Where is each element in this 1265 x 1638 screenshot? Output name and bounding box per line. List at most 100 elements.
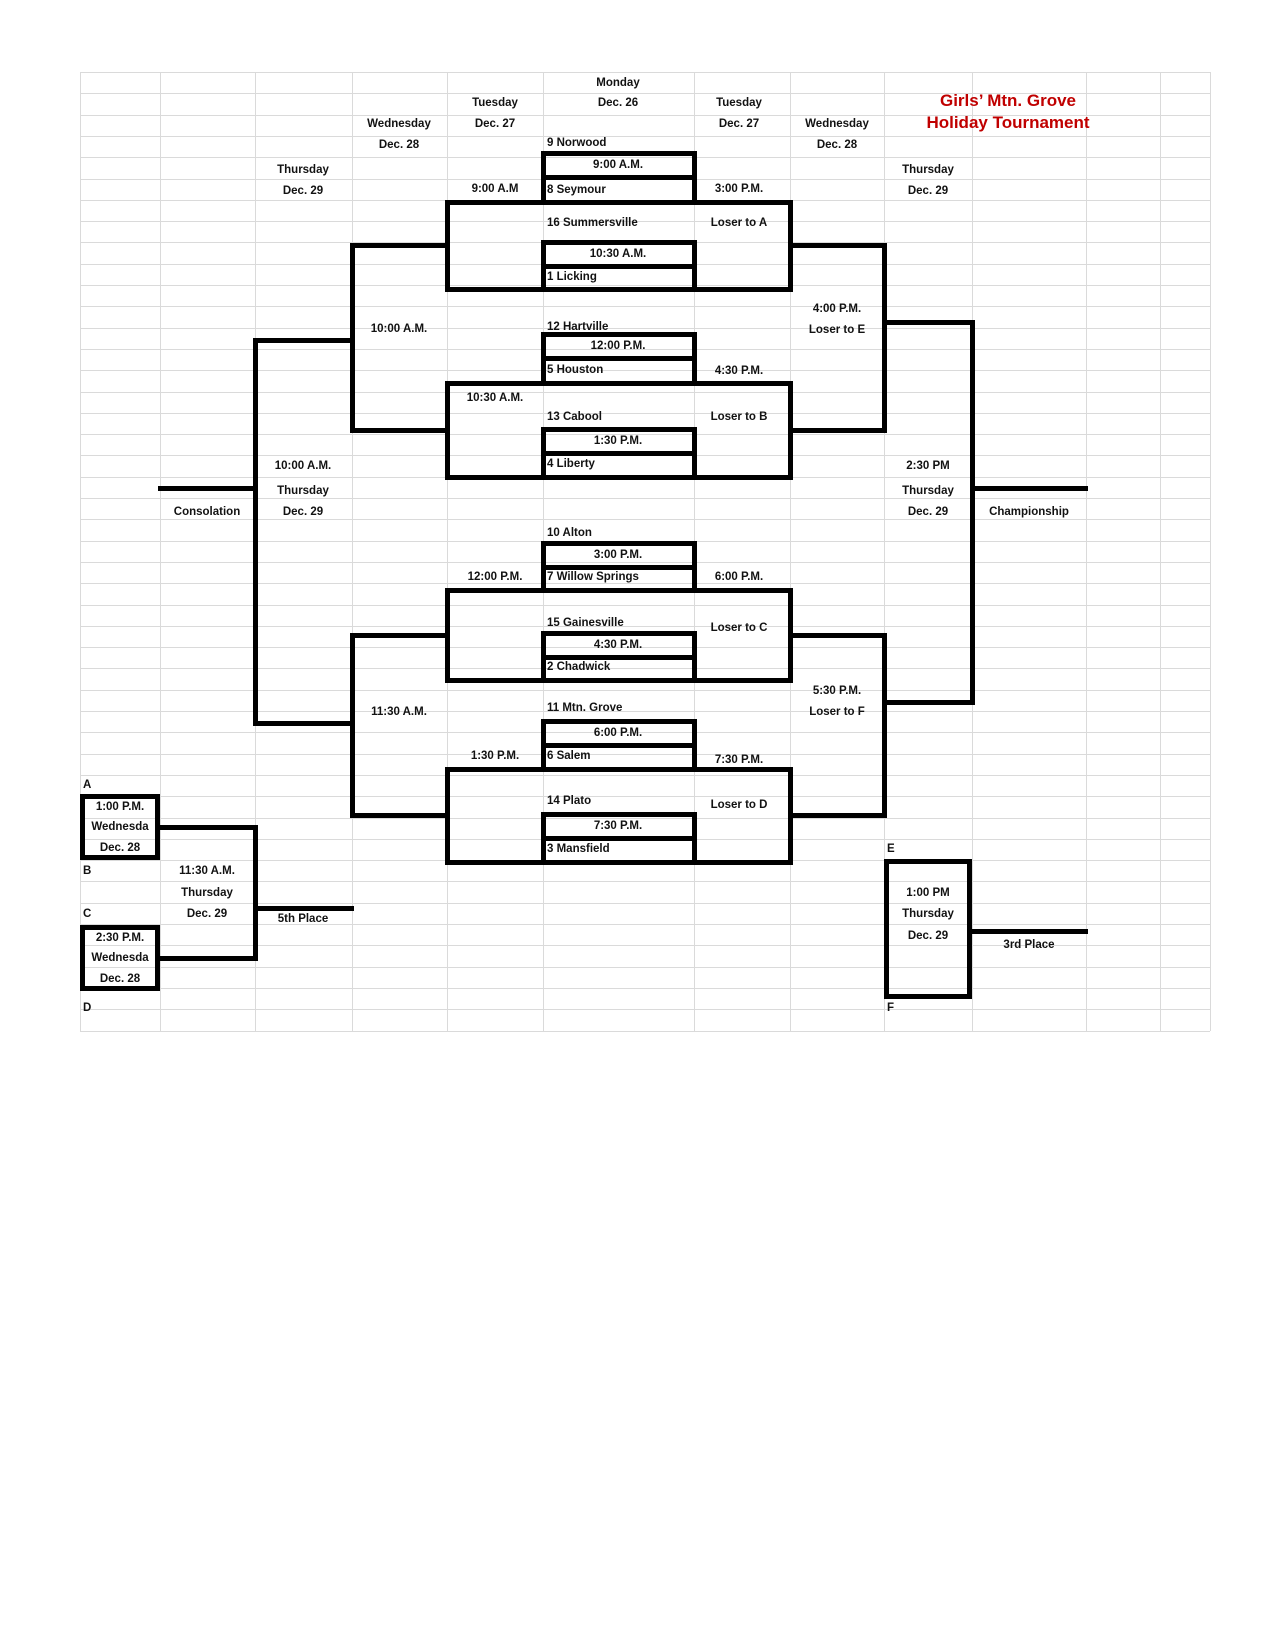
qf-time: 4:30 P.M. bbox=[714, 365, 764, 377]
team-name: 14 Plato bbox=[547, 795, 592, 807]
header-wednesday-left: Wednesday bbox=[367, 118, 431, 130]
grid-row-line bbox=[80, 412, 1210, 414]
bracket-line-horizontal bbox=[541, 356, 696, 361]
bracket-line-vertical bbox=[445, 588, 450, 683]
header-tuesday-left: Tuesday bbox=[472, 97, 518, 109]
bracket-line-vertical bbox=[541, 631, 546, 683]
header-monday: Monday bbox=[596, 77, 640, 89]
grid-row-line bbox=[80, 583, 1210, 585]
header-dec28-left: Dec. 28 bbox=[378, 139, 420, 151]
bracket-line-horizontal bbox=[788, 813, 886, 818]
bracket-line-horizontal bbox=[445, 678, 792, 683]
grid-row-line bbox=[80, 945, 1210, 947]
game-time: 9:00 A.M. bbox=[592, 159, 644, 171]
game-time: 1:30 P.M. bbox=[593, 435, 643, 447]
bracket-line-horizontal bbox=[158, 956, 257, 961]
grid-column-line bbox=[1086, 72, 1087, 1031]
bracket-line-horizontal bbox=[158, 825, 257, 830]
game-time: 4:30 P.M. bbox=[593, 639, 643, 651]
final-time: 2:30 PM bbox=[906, 460, 950, 472]
bracket-line-horizontal bbox=[541, 151, 696, 156]
team-name: 10 Alton bbox=[547, 527, 592, 539]
header-dec27-left: Dec. 27 bbox=[474, 118, 516, 130]
bracket-line-vertical bbox=[692, 719, 697, 772]
header-thursday-left: Thursday bbox=[277, 164, 329, 176]
bracket-line-horizontal bbox=[541, 427, 696, 432]
bracket-line-horizontal bbox=[541, 264, 696, 269]
fifth-game-ab-time: 1:00 P.M. bbox=[95, 801, 145, 813]
team-name: 4 Liberty bbox=[547, 458, 595, 470]
sf-time: 4:00 P.M. bbox=[812, 303, 862, 315]
team-name: 8 Seymour bbox=[547, 184, 606, 196]
grid-column-line bbox=[447, 72, 448, 1031]
loser-note: Loser to F bbox=[809, 706, 865, 718]
third-game-day: Thursday bbox=[902, 908, 954, 920]
bracket-line-vertical bbox=[692, 427, 697, 480]
bracket-line-horizontal bbox=[541, 565, 696, 570]
game-time: 7:30 P.M. bbox=[593, 820, 643, 832]
fifth-place-label: 5th Place bbox=[277, 913, 329, 925]
bracket-game-box bbox=[884, 859, 972, 999]
bracket-line-vertical bbox=[692, 541, 697, 593]
grid-row-line bbox=[80, 285, 1210, 286]
bracket-line-vertical bbox=[692, 240, 697, 292]
bracket-line-horizontal bbox=[253, 906, 354, 911]
team-name: 11 Mtn. Grove bbox=[547, 702, 623, 714]
grid-row-line bbox=[80, 902, 1210, 904]
bracket-line-vertical bbox=[541, 812, 546, 865]
sf-time: 5:30 P.M. bbox=[812, 685, 862, 697]
grid-row-line bbox=[80, 625, 1210, 627]
bracket-line-horizontal bbox=[788, 633, 886, 638]
bracket-line-horizontal bbox=[445, 588, 792, 593]
bracket-line-horizontal bbox=[788, 243, 886, 248]
third-game-date: Dec. 29 bbox=[907, 930, 949, 942]
bracket-line-vertical bbox=[253, 825, 258, 961]
bracket-slot-f: F bbox=[887, 1002, 895, 1014]
grid-row-line bbox=[80, 774, 1210, 776]
bracket-line-vertical bbox=[253, 338, 258, 726]
consolation-semi-time: 11:30 A.M. bbox=[371, 706, 427, 718]
grid-row-line bbox=[80, 987, 1210, 989]
qf-time: 3:00 P.M. bbox=[714, 183, 764, 195]
grid-row-line bbox=[80, 327, 1210, 329]
grid-row-line bbox=[80, 391, 1210, 393]
loser-note: Loser to A bbox=[710, 217, 768, 229]
fifth-game-cd-time: 2:30 P.M. bbox=[95, 932, 145, 944]
grid-row-line bbox=[80, 604, 1210, 606]
team-name: 15 Gainesville bbox=[547, 617, 624, 629]
bracket-line-horizontal bbox=[158, 486, 257, 491]
team-name: 6 Salem bbox=[547, 750, 591, 762]
team-name: 9 Norwood bbox=[547, 137, 607, 149]
bracket-line-vertical bbox=[541, 240, 546, 292]
header-tuesday-right: Tuesday bbox=[716, 97, 762, 109]
final-date: Dec. 29 bbox=[907, 506, 949, 518]
bracket-line-vertical bbox=[788, 200, 793, 292]
bracket-line-vertical bbox=[541, 719, 546, 772]
header-dec26: Dec. 26 bbox=[597, 97, 639, 109]
bracket-line-vertical bbox=[445, 381, 450, 480]
header-wednesday-right: Wednesday bbox=[805, 118, 869, 130]
bracket-line-horizontal bbox=[541, 175, 696, 180]
fifth-final-date: Dec. 29 bbox=[186, 908, 228, 920]
grid-row-line bbox=[80, 157, 1210, 159]
third-game-time: 1:00 PM bbox=[906, 887, 950, 899]
bracket-line-horizontal bbox=[541, 719, 696, 724]
bracket-slot-e: E bbox=[887, 843, 895, 855]
bracket-line-horizontal bbox=[541, 631, 696, 636]
grid-row-line bbox=[80, 1009, 1210, 1011]
consolation-game-time: 9:00 A.M bbox=[471, 183, 519, 195]
grid-row-line bbox=[80, 817, 1210, 819]
fifth-game-ab-day: Wednesda bbox=[91, 821, 149, 833]
grid-row-line bbox=[80, 114, 1210, 116]
bracket-line-vertical bbox=[692, 631, 697, 683]
bracket-slot-b: B bbox=[83, 865, 92, 877]
tournament-title-line1: Girls’ Mtn. Grove bbox=[939, 91, 1077, 110]
bracket-line-horizontal bbox=[541, 451, 696, 456]
grid-column-line bbox=[884, 72, 885, 1031]
bracket-game-box bbox=[80, 794, 160, 860]
grid-row-line bbox=[80, 1030, 1210, 1032]
loser-note: Loser to D bbox=[710, 799, 768, 811]
bracket-line-horizontal bbox=[445, 381, 792, 386]
team-name: 2 Chadwick bbox=[547, 661, 611, 673]
